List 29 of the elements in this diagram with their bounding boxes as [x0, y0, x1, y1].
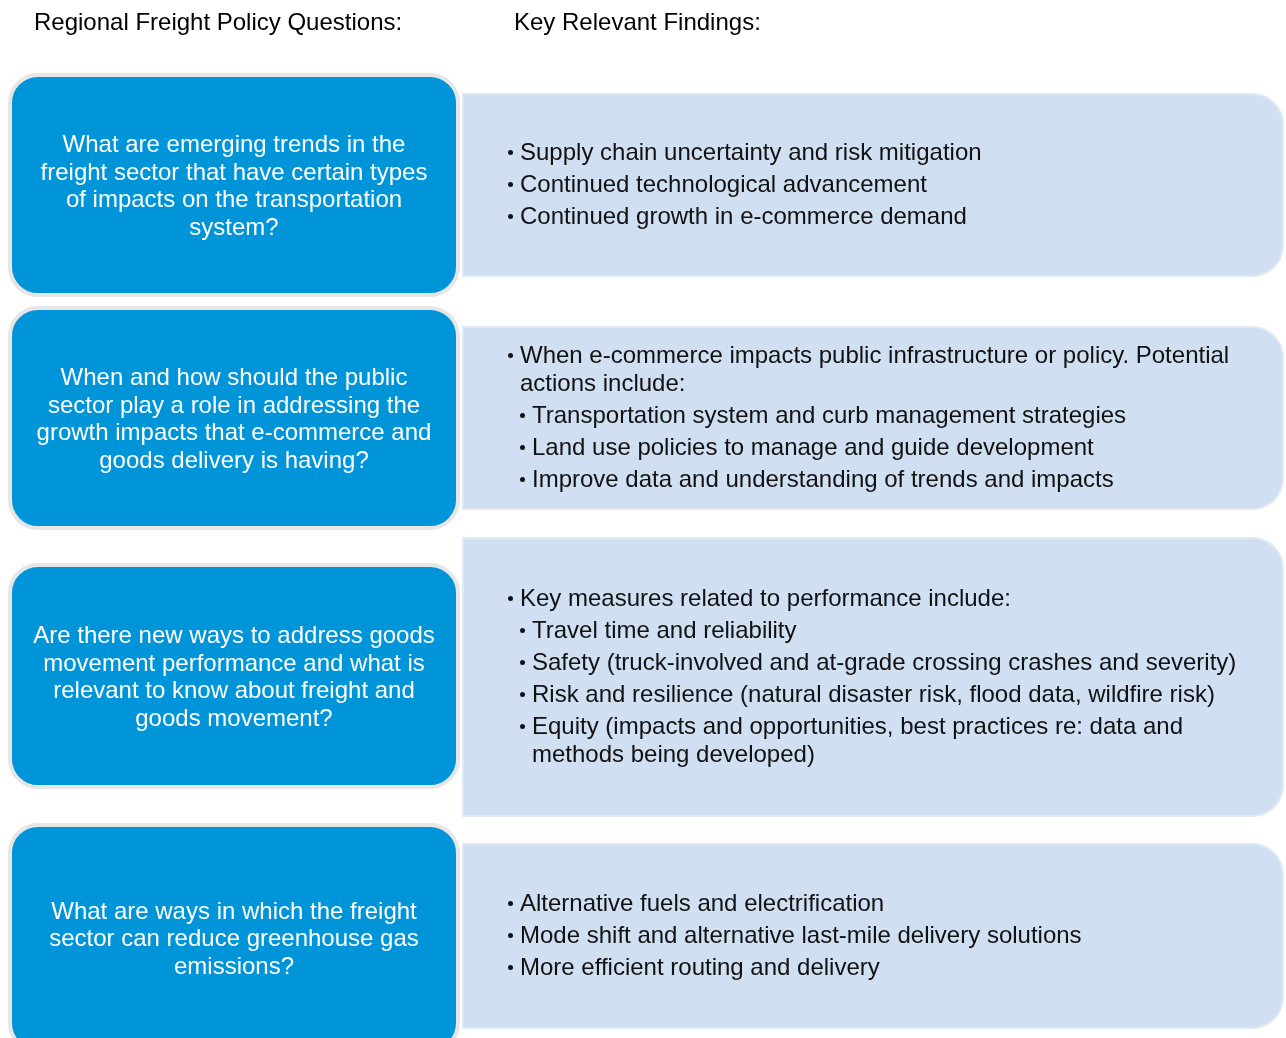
finding-text: Continued growth in e-commerce demand: [520, 202, 967, 229]
finding-text: Safety (truck-involved and at-grade crossing crashes and severity): [532, 648, 1237, 676]
findings-panel: [462, 93, 1284, 277]
finding-text: Land use policies to manage and guide development: [532, 432, 1094, 460]
question-box: [8, 823, 460, 1038]
findings-panel: [462, 843, 1284, 1029]
finding-text: Continued technological advancement: [520, 170, 927, 197]
column-heading: Key Relevant Findings:: [514, 8, 761, 36]
finding-text: More efficient routing and delivery: [520, 953, 880, 980]
column-heading: Regional Freight Policy Questions:: [34, 8, 403, 36]
finding-text: Risk and resilience (natural disaster risk, flood data, wildfire risk): [532, 680, 1215, 708]
findings-panel: [462, 537, 1284, 817]
findings-panel: [462, 326, 1284, 510]
finding-text: Equity (impacts and opportunities, best practices re: data and methods being developed): [532, 712, 1184, 767]
finding-text: Key measures related to performance include:: [520, 584, 1011, 612]
finding-text: Alternative fuels and electrification: [520, 889, 885, 916]
finding-text: Transportation system and curb management strategies: [532, 400, 1127, 428]
finding-text: Supply chain uncertainty and risk mitigation: [520, 138, 982, 165]
question-box: [8, 73, 460, 297]
finding-text: Travel time and reliability: [532, 616, 797, 644]
finding-text: Improve data and understanding of trends and impacts: [532, 464, 1114, 492]
question-box: [8, 563, 460, 789]
question-text: What are ways in which the freight sector can reduce greenhouse gas emissions?: [48, 896, 420, 980]
question-box: [8, 306, 460, 530]
finding-text: When e-commerce impacts public infrastructure or policy. Potential actions include:: [520, 341, 1230, 396]
question-text: When and how should the public sector play a role in addressing the growth impacts that e-commerce and goods delivery is having?: [35, 363, 433, 473]
question-text: Are there new ways to address goods movement performance and what is relevant to know about freight and goods movement?: [32, 621, 436, 731]
finding-text: Mode shift and alternative last-mile delivery solutions: [520, 921, 1082, 948]
question-text: What are emerging trends in the freight sector that have certain types of impacts on the transportation system?: [39, 130, 429, 240]
